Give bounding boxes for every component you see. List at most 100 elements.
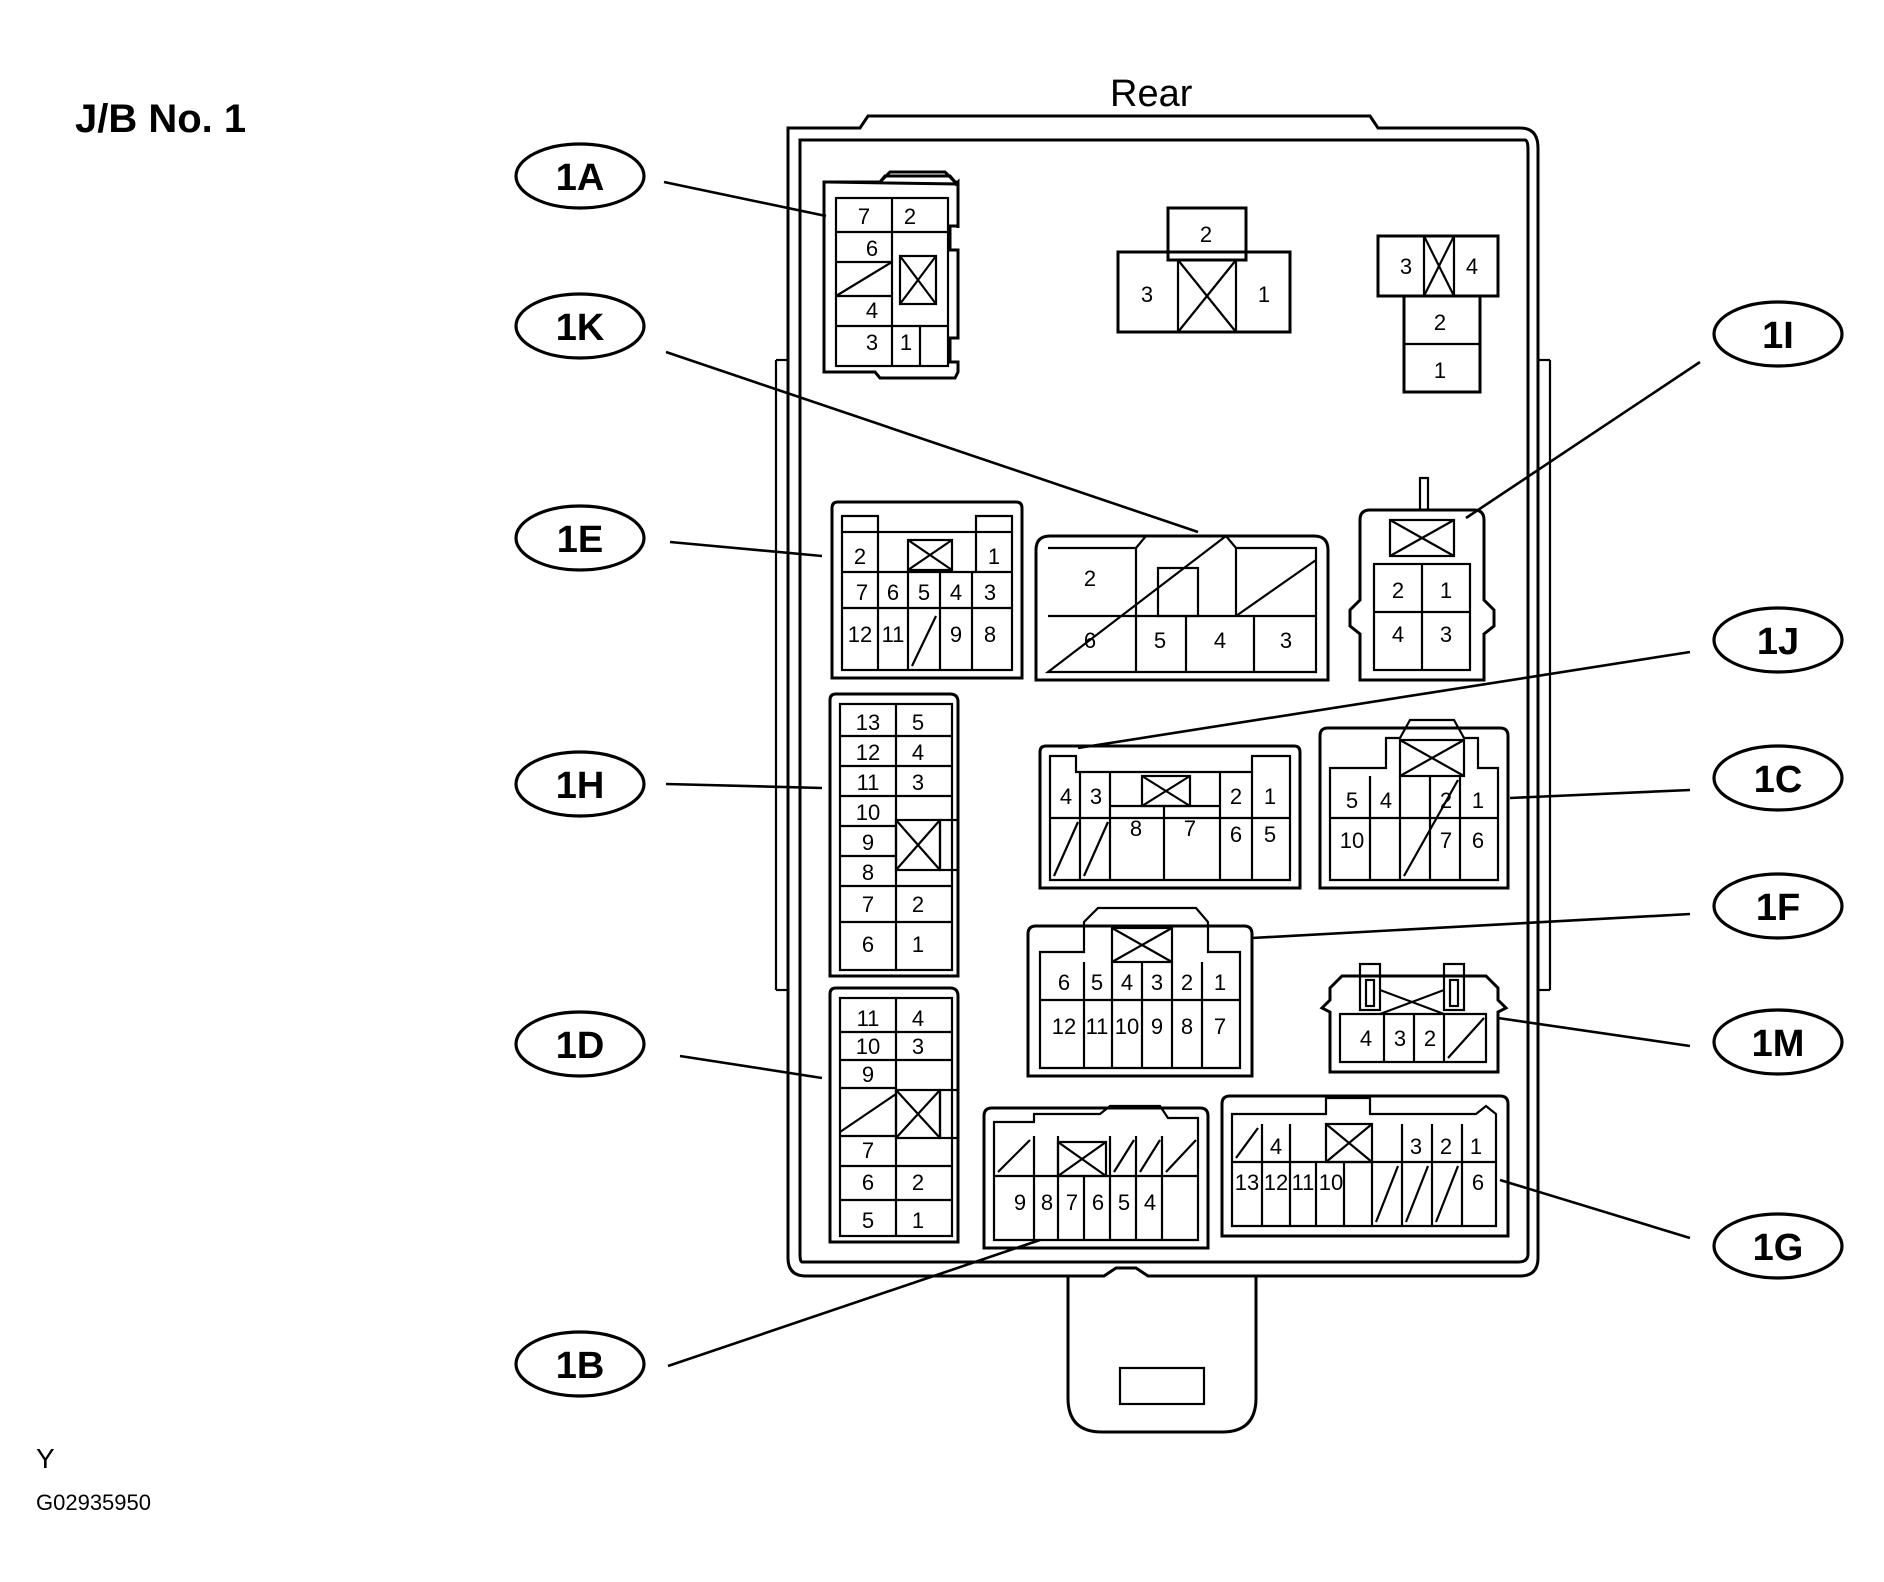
junction-block-housing — [774, 114, 1552, 1434]
pin-label: 2 — [854, 544, 866, 569]
pin-label: 4 — [1360, 1026, 1372, 1051]
pin-label: 8 — [862, 860, 874, 885]
pin-label: 9 — [862, 1062, 874, 1087]
pin-label: 3 — [1280, 628, 1292, 653]
pin-label: 5 — [1346, 788, 1358, 813]
connector-1E: 2 1 7 6 5 4 3 12 11 9 8 — [830, 500, 1024, 680]
pin-label: 3 — [984, 580, 996, 605]
pin-label: 7 — [858, 204, 870, 229]
callout-label: 1C — [1754, 759, 1803, 801]
pin-label: 6 — [862, 932, 874, 957]
connector-1F: 6 5 4 3 2 1 12 11 10 9 8 7 — [1026, 906, 1254, 1078]
pin-label: 9 — [1014, 1190, 1026, 1215]
connector-1A: 7 2 6 4 3 1 — [822, 170, 960, 380]
pin-label: 7 — [862, 1138, 874, 1163]
connector-1I: 2 1 4 3 — [1348, 476, 1496, 682]
pin-label: 1 — [1440, 578, 1452, 603]
pin-label: 7 — [1066, 1190, 1078, 1215]
callout-1A: 1A — [514, 142, 646, 210]
pin-label: 3 — [1394, 1026, 1406, 1051]
pin-label: 2 — [1434, 310, 1446, 335]
pin-label: 6 — [1472, 828, 1484, 853]
callout-1F: 1F — [1712, 872, 1844, 940]
pin-label: 6 — [866, 236, 878, 261]
pin-label: 3 — [1440, 622, 1452, 647]
callout-1G: 1G — [1712, 1212, 1844, 1280]
connector-1M: 4 3 2 — [1319, 962, 1509, 1074]
pin-label: 11 — [1086, 1014, 1109, 1039]
connector-1J: 4 3 2 1 8 7 6 5 — [1038, 744, 1302, 890]
pin-label: 10 — [856, 800, 880, 825]
pin-label: 9 — [1151, 1014, 1163, 1039]
pin-label: 11 — [857, 1006, 880, 1031]
callout-label: 1D — [556, 1025, 605, 1067]
pin-label: 1 — [988, 544, 1000, 569]
pin-label: 12 — [1264, 1170, 1288, 1195]
pin-label: 6 — [1092, 1190, 1104, 1215]
pin-label: 8 — [984, 622, 996, 647]
pin-label: 4 — [1060, 784, 1072, 809]
callout-label: 1G — [1753, 1227, 1804, 1269]
pin-label: 2 — [904, 204, 916, 229]
callout-1J: 1J — [1712, 606, 1844, 674]
pin-label: 5 — [1118, 1190, 1130, 1215]
pin-label: 1 — [900, 330, 912, 355]
pin-label: 2 — [1200, 222, 1212, 247]
leader-lines — [663, 180, 1701, 1368]
pin-label: 6 — [1058, 970, 1070, 995]
pin-label: 5 — [862, 1208, 874, 1233]
pin-label: 4 — [912, 1006, 924, 1031]
pin-label: 6 — [1472, 1170, 1484, 1195]
pin-label: 2 — [1084, 566, 1096, 591]
callout-1B: 1B — [514, 1330, 646, 1398]
pin-label: 3 — [912, 1034, 924, 1059]
pin-label: 4 — [1392, 622, 1404, 647]
pin-label: 1 — [1214, 970, 1226, 995]
pin-label: 2 — [1440, 788, 1452, 813]
pin-label: 7 — [1440, 828, 1452, 853]
callout-1H: 1H — [514, 750, 646, 818]
connector-1H: 13 5 12 4 11 3 10 9 8 7 2 6 1 — [828, 692, 960, 978]
pin-label: 12 — [848, 622, 872, 647]
relay-socket-top-center: 2 3 1 — [1116, 206, 1292, 334]
callout-1C: 1C — [1712, 744, 1844, 812]
pin-label: 2 — [1424, 1026, 1436, 1051]
pin-label: 6 — [862, 1170, 874, 1195]
pin-label: 5 — [1154, 628, 1166, 653]
callout-label: 1H — [556, 765, 605, 807]
pin-label: 7 — [856, 580, 868, 605]
callout-label: 1J — [1757, 621, 1799, 663]
pin-label: 2 — [1230, 784, 1242, 809]
connector-1D: 11 4 10 3 9 7 6 2 5 1 — [828, 986, 960, 1244]
pin-label: 1 — [1434, 358, 1446, 383]
callout-label: 1A — [556, 157, 605, 199]
pin-label: 11 — [1292, 1170, 1315, 1195]
pin-label: 4 — [1380, 788, 1392, 813]
pin-label: 3 — [1090, 784, 1102, 809]
pin-label: 4 — [866, 298, 878, 323]
pin-label: 6 — [887, 580, 899, 605]
pin-label: 3 — [1400, 254, 1412, 279]
pin-label: 6 — [1230, 822, 1242, 847]
pin-label: 1 — [1258, 282, 1270, 307]
connector-1K: 2 6 5 4 3 — [1034, 534, 1330, 682]
pin-label: 8 — [1041, 1190, 1053, 1215]
pin-label: 1 — [912, 1208, 924, 1233]
figure-id: G02935950 — [36, 1490, 151, 1515]
pin-label: 4 — [1466, 254, 1478, 279]
pin-label: 4 — [1270, 1134, 1282, 1159]
pin-label: 13 — [1235, 1170, 1259, 1195]
callout-1I: 1I — [1712, 300, 1844, 368]
connector-1G: 4 3 2 1 13 12 11 10 6 — [1220, 1094, 1510, 1238]
pin-label: 12 — [1052, 1014, 1076, 1039]
pin-label: 12 — [856, 740, 880, 765]
pin-label: 13 — [856, 710, 880, 735]
pin-label: 1 — [1470, 1134, 1482, 1159]
pin-label: 2 — [912, 1170, 924, 1195]
callout-1E: 1E — [514, 504, 646, 572]
pin-label: 7 — [1184, 816, 1196, 841]
relay-socket-top-right: 3 4 2 1 — [1376, 234, 1500, 394]
pin-label: 3 — [1151, 970, 1163, 995]
callout-label: 1F — [1756, 887, 1800, 929]
